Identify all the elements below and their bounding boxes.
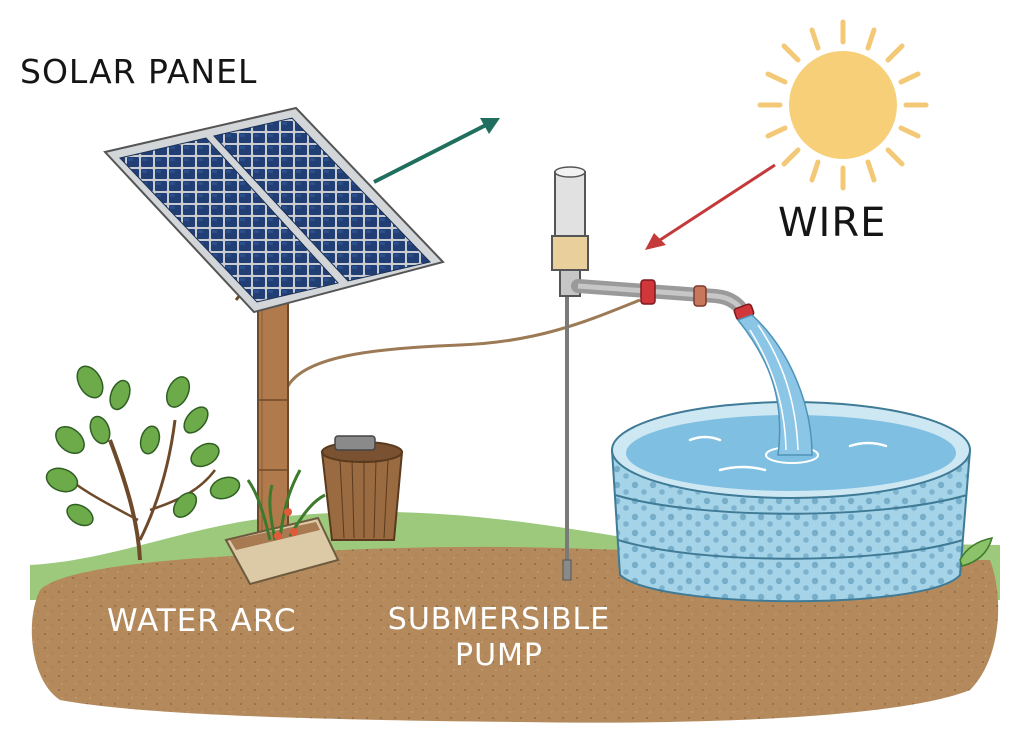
planter-icon (224, 469, 340, 586)
label-wire: WIRE (778, 200, 887, 246)
pump-icon (551, 166, 589, 581)
label-solar-panel: SOLAR PANEL (20, 52, 258, 91)
label-submersible-pump-line1: SUBMERSIBLE (387, 602, 611, 637)
label-water-arc: WATER ARC (107, 603, 297, 639)
wire (284, 298, 641, 391)
plant-icon (45, 365, 241, 561)
water-stream (736, 314, 813, 456)
bucket-icon (320, 435, 404, 541)
label-submersible-pump-line2: PUMP (454, 638, 544, 673)
panel-post (234, 259, 332, 541)
solar-panel-icon (103, 106, 445, 314)
water-tank-icon (610, 401, 972, 603)
wire-arrow (645, 163, 776, 250)
sun-icon (757, 19, 929, 191)
leaf-icon (959, 537, 994, 567)
pipe (571, 279, 755, 325)
label-submersible-pump: SUBMERSIBLE PUMP (386, 602, 612, 674)
output-arrow (373, 118, 500, 184)
